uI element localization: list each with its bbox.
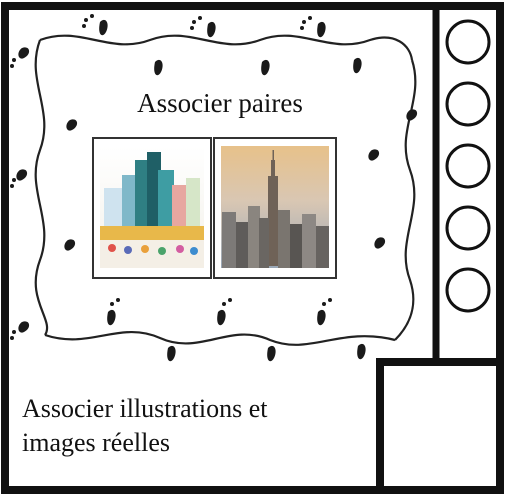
caption-line-1: Associer illustrations et [22, 394, 268, 423]
swirl-teardrops [16, 19, 418, 362]
card-caption: Associer illustrations et images réelles [22, 392, 372, 460]
slot-2[interactable] [445, 81, 491, 127]
side-column [432, 2, 504, 366]
slot-5[interactable] [445, 267, 491, 313]
photo-illustration[interactable] [92, 137, 212, 279]
caption-line-2: images réelles [22, 428, 170, 457]
swirl-dots [10, 14, 332, 340]
photo-real[interactable] [213, 137, 337, 279]
side-slots [445, 19, 491, 313]
corner-box [376, 358, 504, 494]
slot-1[interactable] [445, 19, 491, 65]
card-title: Associer paires [137, 88, 303, 118]
slot-3[interactable] [445, 143, 491, 189]
slot-4[interactable] [445, 205, 491, 251]
